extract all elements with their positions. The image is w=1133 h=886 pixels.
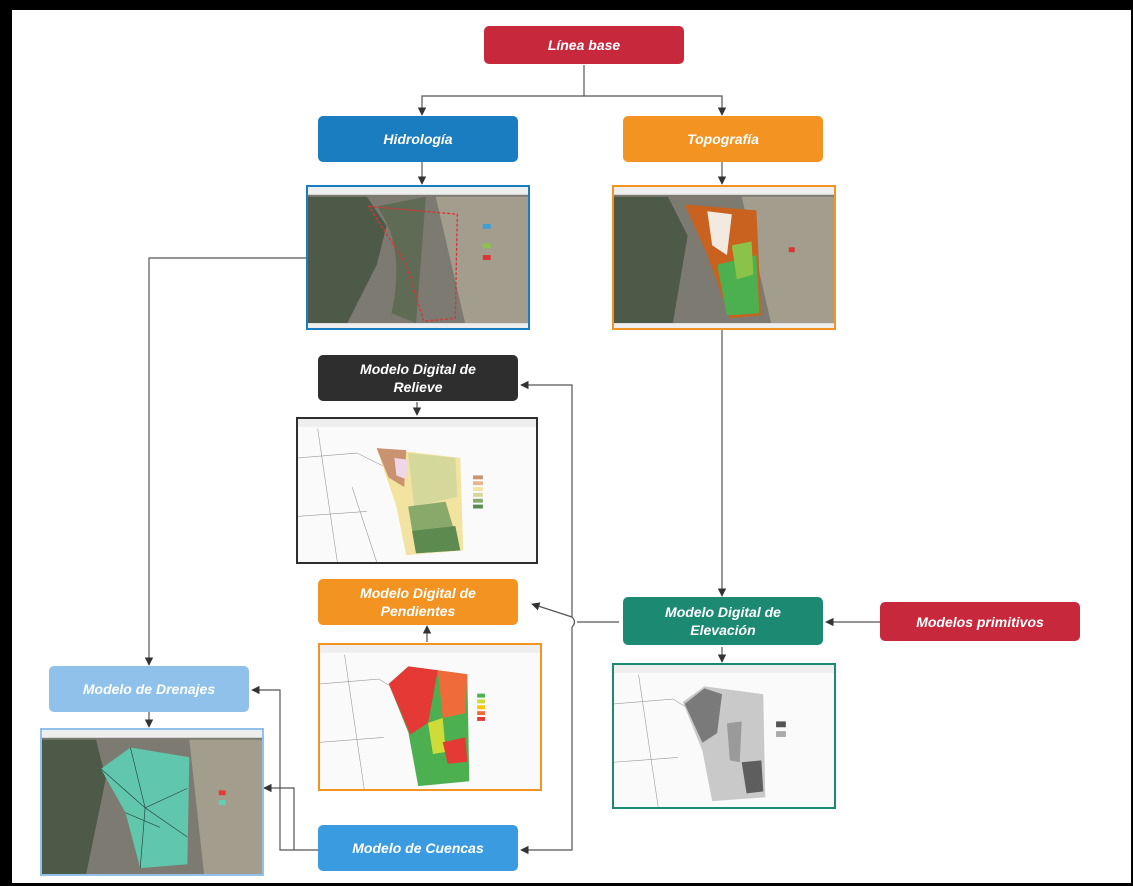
node-topografia[interactable]: Topografía	[623, 116, 823, 162]
node-hidrologia[interactable]: Hidrología	[318, 116, 518, 162]
flowchart-canvas: Línea base Hidrología Topografía Modelo …	[12, 10, 1131, 883]
connector-layer	[144, 65, 880, 855]
edge-bus-mdp	[532, 604, 576, 628]
topografia-map-thumbnail	[612, 185, 836, 330]
drenajes-map-thumbnail	[40, 728, 264, 876]
node-modelo-cuencas[interactable]: Modelo de Cuencas	[318, 825, 518, 871]
edge-hidrologia-drenajes	[144, 257, 306, 666]
node-modelo-digital-pendientes[interactable]: Modelo Digital de Pendientes	[318, 579, 518, 625]
node-linea-base[interactable]: Línea base	[484, 26, 684, 64]
edge-cuencas-drenajesmap	[263, 783, 295, 850]
hidrologia-map-thumbnail	[306, 185, 530, 330]
edge-lineabase-hidrologia	[417, 65, 585, 116]
node-modelo-digital-relieve[interactable]: Modelo Digital de Relieve	[318, 355, 518, 401]
edge-bus-cuencas	[520, 627, 573, 855]
relieve-map-thumbnail	[296, 417, 538, 564]
edge-lineabase-topografia	[584, 95, 727, 116]
edge-cuencas-drenajes	[251, 685, 318, 851]
node-modelos-primitivos[interactable]: Modelos primitivos	[880, 602, 1080, 641]
node-modelo-digital-elevacion[interactable]: Modelo Digital de Elevación	[623, 597, 823, 645]
elevacion-map-thumbnail	[612, 663, 836, 809]
node-modelo-drenajes[interactable]: Modelo de Drenajes	[49, 666, 249, 712]
edge-bus-mdr	[520, 380, 573, 617]
pendientes-map-thumbnail	[318, 643, 542, 791]
